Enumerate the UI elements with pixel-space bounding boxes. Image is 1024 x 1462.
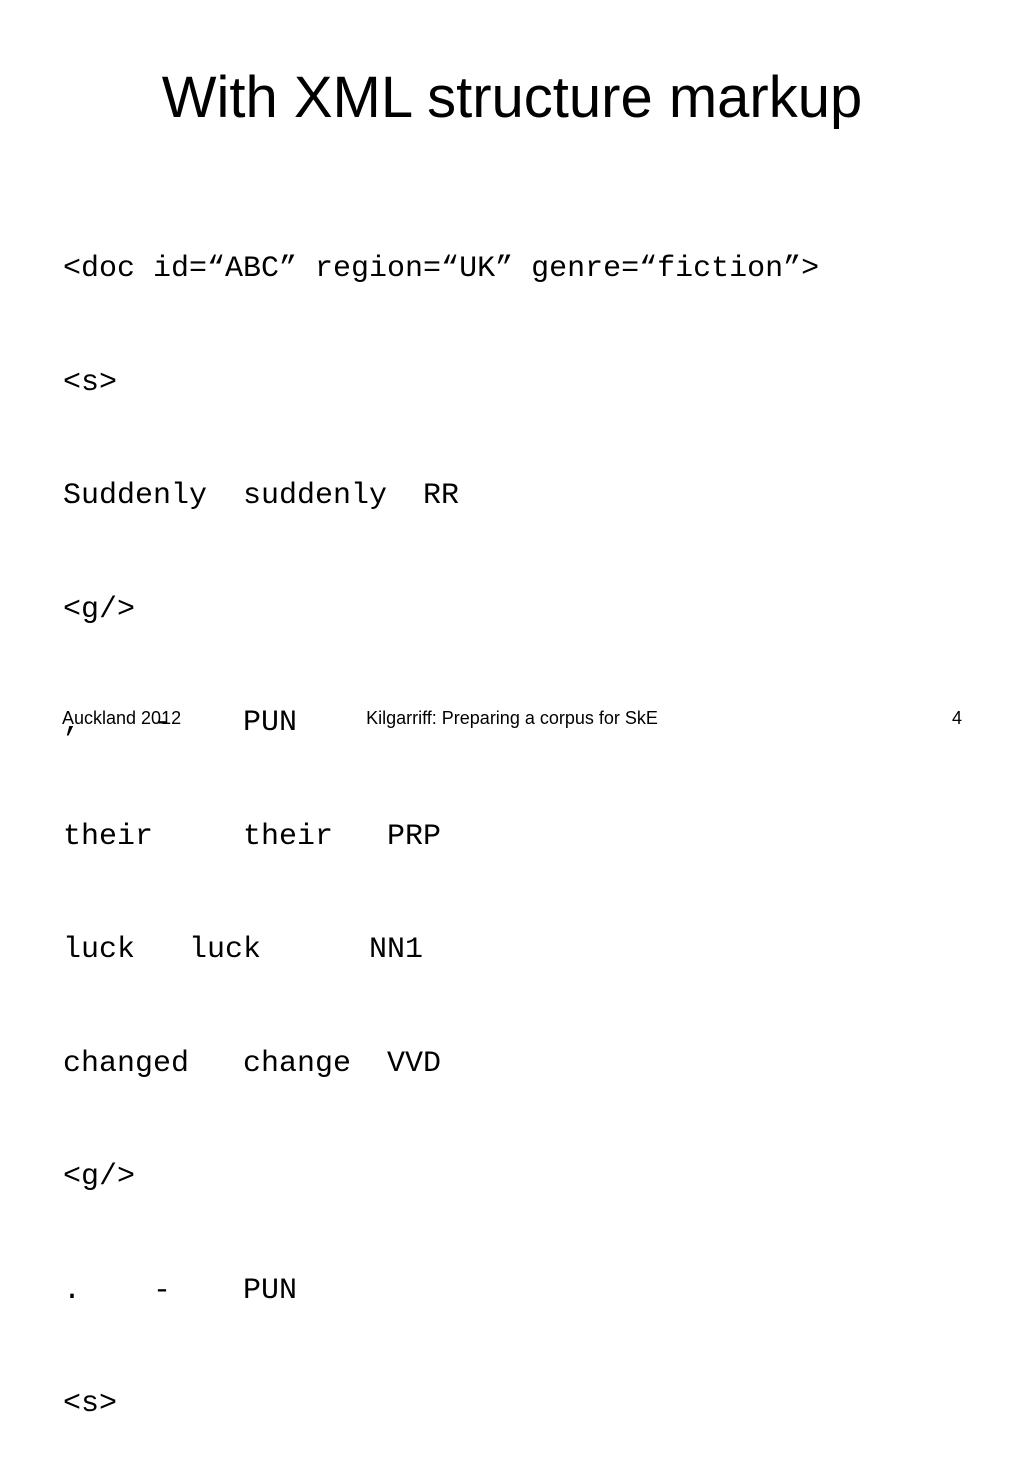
code-line: <g/>: [63, 1160, 136, 1194]
slide-title: With XML structure markup: [161, 65, 863, 130]
code-line: <doc id=“ABC” region=“UK” genre=“fiction…: [63, 252, 820, 286]
code-line: luck luck NN1: [63, 933, 424, 967]
code-line: . - PUN: [63, 1273, 298, 1308]
code-line: <s>: [63, 365, 118, 400]
code-line: , - PUN: [63, 706, 298, 740]
code-line: <g/>: [63, 592, 136, 627]
code-line: Suddenly suddenly RR: [63, 479, 460, 513]
code-line: their their PRP: [63, 819, 442, 854]
code-line: <s>: [63, 1387, 118, 1421]
code-line: changed change VVD: [63, 1046, 442, 1081]
xml-code-block: <doc id=“ABC” region=“UK” genre=“fiction…: [63, 179, 819, 1462]
footer-center-text: Kilgarriff: Preparing a corpus for SkE: [366, 708, 658, 728]
footer-left-text: Auckland 2012: [62, 708, 182, 728]
slide-number: 4: [951, 708, 962, 728]
